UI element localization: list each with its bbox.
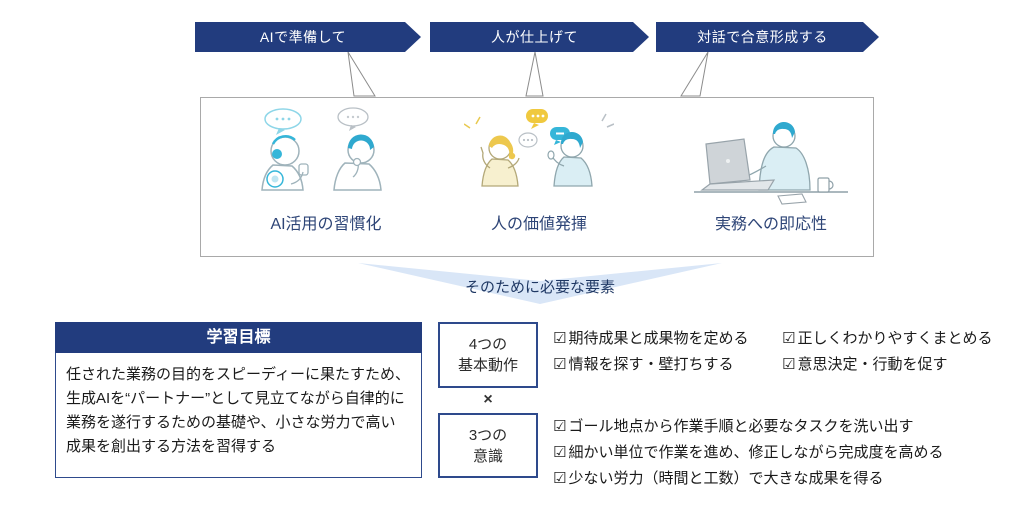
checkbox-checked-icon: ☑ bbox=[553, 418, 567, 435]
checklist-item-label: 少ない労力（時間と工数）で大きな成果を得る bbox=[568, 470, 884, 487]
checklist-item: ☑情報を探す・壁打ちする bbox=[553, 352, 748, 378]
learning-goal-title: 学習目標 bbox=[55, 322, 422, 353]
checkbox-checked-icon: ☑ bbox=[782, 330, 796, 347]
outcome-label-human-value: 人の価値発揮 bbox=[490, 216, 587, 233]
connector-right bbox=[680, 51, 709, 97]
outcome-item-human-value: 人の価値発揮 bbox=[444, 106, 634, 234]
checkbox-checked-icon: ☑ bbox=[553, 470, 567, 487]
basic-actions-checklist-col1: ☑期待成果と成果物を定める ☑情報を探す・壁打ちする bbox=[553, 326, 748, 378]
checkbox-checked-icon: ☑ bbox=[782, 356, 796, 373]
checklist-item: ☑期待成果と成果物を定める bbox=[553, 326, 748, 352]
checklist-item: ☑意思決定・行動を促す bbox=[782, 352, 992, 378]
outcome-panel: AI活用の習慣化 bbox=[200, 97, 874, 257]
basic-actions-checklist-col2: ☑正しくわかりやすくまとめる ☑意思決定・行動を促す bbox=[782, 326, 992, 378]
outcome-item-ai-habit: AI活用の習慣化 bbox=[231, 106, 421, 234]
learning-goal-body: 任された業務の目的をスピーディーに果たすため、 生成AIを“パートナー”として見… bbox=[55, 353, 422, 478]
person-at-laptop-illustration bbox=[694, 121, 848, 205]
checklist-item: ☑ゴール地点から作業手順と必要なタスクを洗い出す bbox=[553, 414, 943, 440]
mindsets-title: 3つの 意識 bbox=[468, 426, 508, 465]
checklist-item: ☑細かい単位で作業を進め、修正しながら完成度を高める bbox=[553, 440, 943, 466]
checkbox-checked-icon: ☑ bbox=[553, 356, 567, 373]
connector-middle bbox=[525, 51, 544, 97]
funnel-caption: そのために必要な要素 bbox=[464, 279, 615, 296]
process-step-2: 人が仕上げて bbox=[430, 22, 649, 52]
two-people-discussion-illustration bbox=[464, 109, 614, 187]
robot-and-person-illustration bbox=[261, 107, 382, 191]
process-step-2-label: 人が仕上げて bbox=[491, 29, 578, 45]
outcome-label-ai-habit: AI活用の習慣化 bbox=[270, 216, 382, 233]
checklist-item-label: 期待成果と成果物を定める bbox=[568, 330, 749, 347]
mindsets-box: 3つの 意識 bbox=[438, 413, 538, 478]
process-step-3: 対話で合意形成する bbox=[656, 22, 879, 52]
mindsets-checklist: ☑ゴール地点から作業手順と必要なタスクを洗い出す ☑細かい単位で作業を進め、修正… bbox=[553, 414, 943, 492]
checklist-item-label: 情報を探す・壁打ちする bbox=[568, 356, 734, 373]
checklist-item-label: ゴール地点から作業手順と必要なタスクを洗い出す bbox=[568, 418, 914, 435]
outcome-label-practical-readiness: 実務への即応性 bbox=[714, 216, 827, 233]
outcome-item-practical-readiness: 実務への即応性 bbox=[676, 106, 866, 234]
checklist-item: ☑少ない労力（時間と工数）で大きな成果を得る bbox=[553, 466, 943, 492]
checklist-item-label: 細かい単位で作業を進め、修正しながら完成度を高める bbox=[568, 444, 944, 461]
basic-actions-box: 4つの 基本動作 bbox=[438, 322, 538, 388]
checklist-item: ☑正しくわかりやすくまとめる bbox=[782, 326, 992, 352]
basic-actions-title: 4つの 基本動作 bbox=[457, 336, 518, 374]
checkbox-checked-icon: ☑ bbox=[553, 444, 567, 461]
process-step-1: AIで準備して bbox=[195, 22, 421, 52]
checkbox-checked-icon: ☑ bbox=[553, 330, 567, 347]
connector-left bbox=[347, 51, 376, 97]
multiply-sign: × bbox=[483, 391, 493, 408]
checklist-item-label: 意思決定・行動を促す bbox=[797, 356, 948, 373]
checklist-item-label: 正しくわかりやすくまとめる bbox=[797, 330, 993, 347]
learning-goal-box: 学習目標 任された業務の目的をスピーディーに果たすため、 生成AIを“パートナー… bbox=[55, 322, 422, 478]
process-step-1-label: AIで準備して bbox=[259, 29, 347, 45]
process-step-3-label: 対話で合意形成する bbox=[697, 29, 828, 45]
